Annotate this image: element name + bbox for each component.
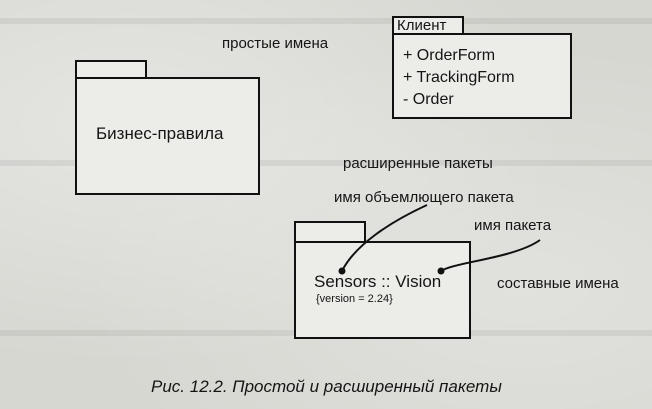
client-member: + OrderForm [403, 47, 496, 64]
annotation-composite-names: составные имена [497, 275, 619, 292]
annotation-enclosing-package-name: имя объемлющего пакета [334, 189, 514, 206]
client-member-list: + OrderForm + TrackingForm - Order [403, 45, 515, 111]
print-bleed-line [0, 160, 652, 166]
figure-caption: Рис. 12.2. Простой и расширенный пакеты [151, 377, 502, 396]
package-name-anchor [437, 267, 445, 275]
business-rules-tab [75, 60, 147, 79]
sensors-package-tab [294, 221, 366, 243]
enclosing-name-anchor [338, 267, 346, 275]
sensors-package-name: Sensors :: Vision [314, 272, 442, 291]
sensors-tagged-value: {version = 2.24} [316, 293, 393, 305]
business-rules-name: Бизнес-правила [96, 124, 224, 143]
annotation-package-name: имя пакета [474, 217, 552, 234]
client-package-body [392, 33, 572, 119]
print-bleed-line [0, 18, 652, 24]
business-rules-body [75, 77, 260, 195]
annotation-extended-packages: расширенные пакеты [343, 155, 493, 172]
client-member: + TrackingForm [403, 69, 515, 86]
client-package-name: Клиент [397, 17, 447, 34]
enclosing-name-leader [341, 204, 428, 272]
client-member: - Order [403, 91, 454, 108]
package-name-leader [440, 239, 541, 272]
annotation-simple-names: простые имена [222, 35, 329, 52]
sensors-package-body [294, 241, 471, 339]
